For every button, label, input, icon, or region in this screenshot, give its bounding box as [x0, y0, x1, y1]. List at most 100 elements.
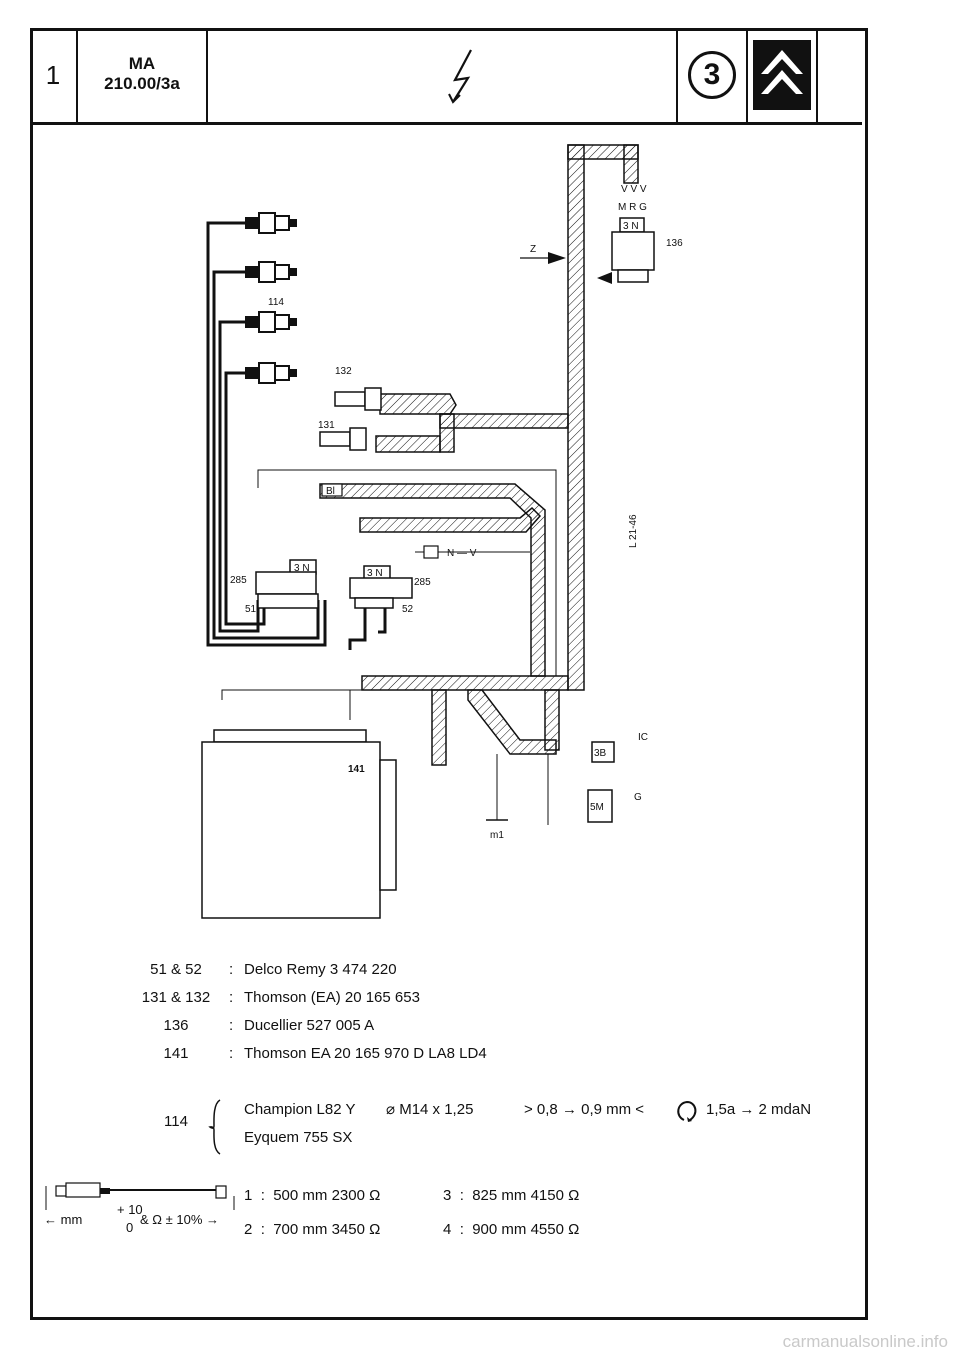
spark-plug — [245, 311, 297, 333]
label-z: Z — [530, 244, 536, 255]
label-131: 131 — [318, 420, 335, 431]
label-5m: 5M — [590, 802, 604, 813]
spark-plug — [245, 362, 297, 384]
label-3n-b: 3 N — [367, 568, 383, 579]
legend-key: 131 & 132 — [141, 989, 211, 1006]
label-285-a: 285 — [230, 575, 247, 586]
legend-value: Delco Remy 3 474 220 — [244, 961, 397, 978]
label-3b: 3B — [594, 748, 607, 759]
lightning-bolt-icon — [448, 49, 472, 104]
section-badge: 3 — [678, 28, 748, 122]
plug-key: 114 — [164, 1113, 188, 1130]
page-frame — [30, 28, 868, 1320]
connector-132: 132 — [334, 366, 382, 411]
plug-torque: 1,5a → 2 mdaN — [706, 1101, 812, 1118]
tolerance-zero: 0 — [126, 1220, 134, 1235]
ht-lead-icon — [45, 1182, 235, 1210]
lead-length: 900 mm — [472, 1221, 527, 1238]
spark-plug-leads — [206, 221, 387, 650]
ignition-coil-51: 3 N 285 51 — [230, 559, 319, 615]
legend-value: Thomson (EA) 20 165 653 — [244, 989, 420, 1006]
document-code: MA 210.00/3a — [78, 28, 208, 122]
tolerance-plus: + 10 — [117, 1202, 143, 1217]
page-number: 1 — [30, 28, 78, 122]
lead-num: 3 — [443, 1187, 452, 1204]
connector-131: 131 — [318, 420, 367, 451]
legend-value: Thomson EA 20 165 970 D LA8 LD4 — [244, 1045, 487, 1062]
lead-colon: : — [260, 1221, 265, 1238]
code-line-2: 210.00/3a — [104, 74, 180, 93]
symbol-cell — [208, 28, 678, 122]
reference-code: L 21-46 — [628, 514, 639, 548]
legend-value: Ducellier 527 005 A — [244, 1017, 375, 1034]
lead-ohm: 4550 Ω — [530, 1221, 580, 1238]
label-285-b: 285 — [414, 577, 431, 588]
label-vvv: V V V — [621, 184, 647, 195]
main-harness — [319, 144, 639, 766]
legend-key: 141 — [163, 1045, 189, 1062]
lead-num: 1 — [244, 1187, 253, 1204]
label-3n-c: 3 N — [623, 221, 639, 232]
spark-plug — [245, 212, 297, 234]
module-141: 141 — [201, 729, 397, 919]
label-bl: Bl — [326, 486, 335, 497]
lead-length: 825 mm — [472, 1187, 527, 1204]
connector-ic: 3B IC — [591, 732, 648, 763]
legend-key: 136 — [163, 1017, 189, 1034]
lead-num: 4 — [443, 1221, 452, 1238]
torque-wrench-icon — [677, 1100, 697, 1122]
page-header: 1 MA 210.00/3a 3 — [30, 28, 862, 125]
label-141: 141 — [348, 764, 365, 775]
label-51: 51 — [245, 604, 257, 615]
lead-row-1: 1 : 500 mm 2300 Ω — [244, 1186, 380, 1206]
label-114: 114 — [268, 297, 284, 308]
z-arrow: Z — [520, 244, 566, 264]
lead-ohm: 4150 Ω — [530, 1187, 580, 1204]
lead-colon: : — [459, 1221, 464, 1238]
brand-logo — [748, 28, 818, 122]
label-132: 132 — [335, 366, 352, 377]
thin-wires — [221, 469, 557, 825]
lead-length: 500 mm — [273, 1187, 328, 1204]
label-52: 52 — [402, 604, 414, 615]
label-n-v: N — V — [447, 548, 477, 559]
label-136: 136 — [666, 238, 683, 249]
ignition-coil-52: 3 N 285 52 — [349, 565, 431, 615]
section-number: 3 — [688, 51, 736, 99]
legend-colon: : — [229, 1017, 234, 1034]
spark-plug-114-group: 114 — [245, 212, 297, 384]
tolerance-percent: & Ω ± 10% → — [140, 1212, 220, 1227]
lead-length: 700 mm — [273, 1221, 328, 1238]
label-mrg: M R G — [618, 202, 647, 213]
tolerance-mm: mm — [60, 1212, 83, 1227]
lead-colon: : — [459, 1187, 464, 1204]
label-g: G — [634, 792, 642, 803]
tolerance-unit: ← mm — [44, 1212, 83, 1227]
legend-colon: : — [229, 1045, 234, 1062]
plug-thread: ⌀ M14 x 1,25 — [386, 1101, 474, 1118]
legend-colon: : — [229, 989, 234, 1006]
lead-num: 2 — [244, 1221, 253, 1238]
brace-icon — [208, 1099, 221, 1155]
spark-plug — [245, 261, 297, 283]
legend-colon: : — [229, 961, 234, 978]
label-ic: IC — [638, 732, 648, 743]
legend-key: 51 & 52 — [150, 961, 202, 978]
lead-row-4: 4 : 900 mm 4550 Ω — [443, 1220, 579, 1240]
lead-ohm: 3450 Ω — [331, 1221, 381, 1238]
connector-g: 5M G — [587, 789, 642, 823]
label-3n-a: 3 N — [294, 563, 310, 574]
lead-row-2: 2 : 700 mm 3450 Ω — [244, 1220, 380, 1240]
plug-line-2: Eyquem 755 SX — [244, 1129, 353, 1146]
code-line-1: MA — [128, 54, 156, 73]
component-136: V V V M R G 3 N 136 — [597, 184, 683, 284]
lead-colon: : — [260, 1187, 265, 1204]
lead-ohm: 2300 Ω — [331, 1187, 381, 1204]
lead-row-3: 3 : 825 mm 4150 Ω — [443, 1186, 579, 1206]
tolerance-pct-text: & Ω ± 10% — [140, 1212, 203, 1227]
citroen-chevrons-icon — [753, 40, 811, 110]
ground-m1: m1 — [486, 819, 508, 841]
watermark: carmanualsonline.info — [782, 1332, 948, 1351]
label-m1: m1 — [490, 830, 504, 841]
